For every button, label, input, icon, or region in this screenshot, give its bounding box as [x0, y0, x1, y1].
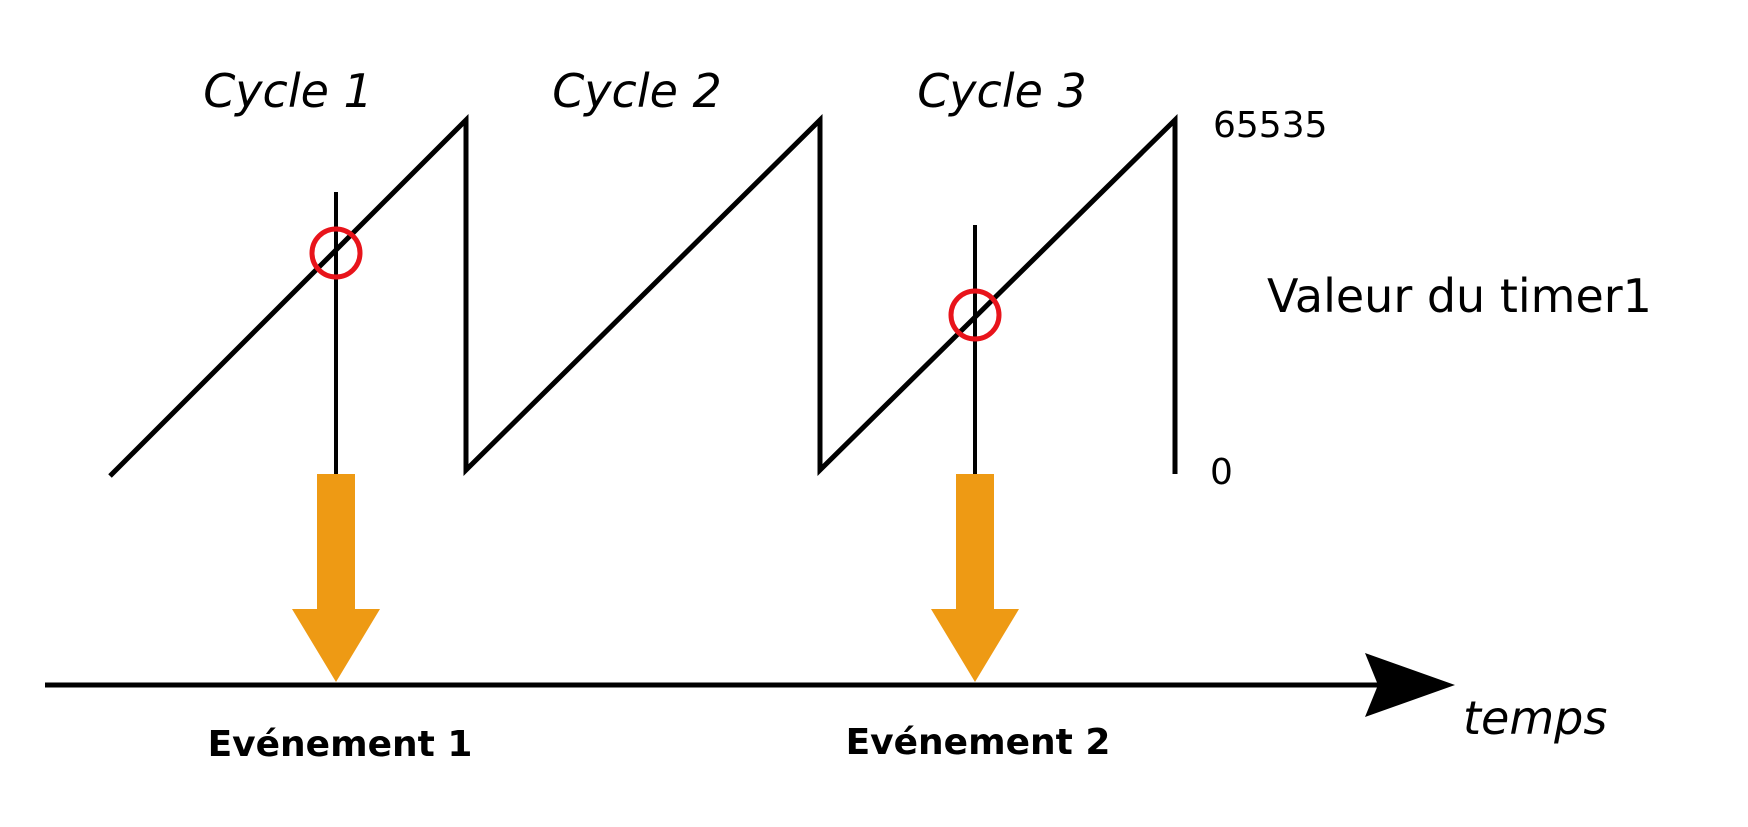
event-1-arrow — [292, 474, 380, 682]
event-2-arrow — [931, 474, 1019, 682]
min-value-label: 0 — [1210, 452, 1233, 493]
series-label: Valeur du timer1 — [1267, 269, 1652, 323]
event-1-label: Evénement 1 — [208, 724, 473, 765]
cycle-2-label: Cycle 2 — [552, 64, 722, 118]
timer-sawtooth-line — [108, 113, 1178, 478]
max-value-label: 65535 — [1213, 105, 1328, 146]
time-axis-arrowhead — [1365, 653, 1455, 717]
cycle-3-label: Cycle 3 — [917, 64, 1087, 118]
event-2-label: Evénement 2 — [846, 722, 1111, 763]
capture-circle-2 — [948, 288, 1002, 342]
time-axis-label: temps — [1463, 691, 1607, 745]
capture-circle-1 — [309, 226, 363, 280]
cycle-1-label: Cycle 1 — [203, 64, 373, 118]
